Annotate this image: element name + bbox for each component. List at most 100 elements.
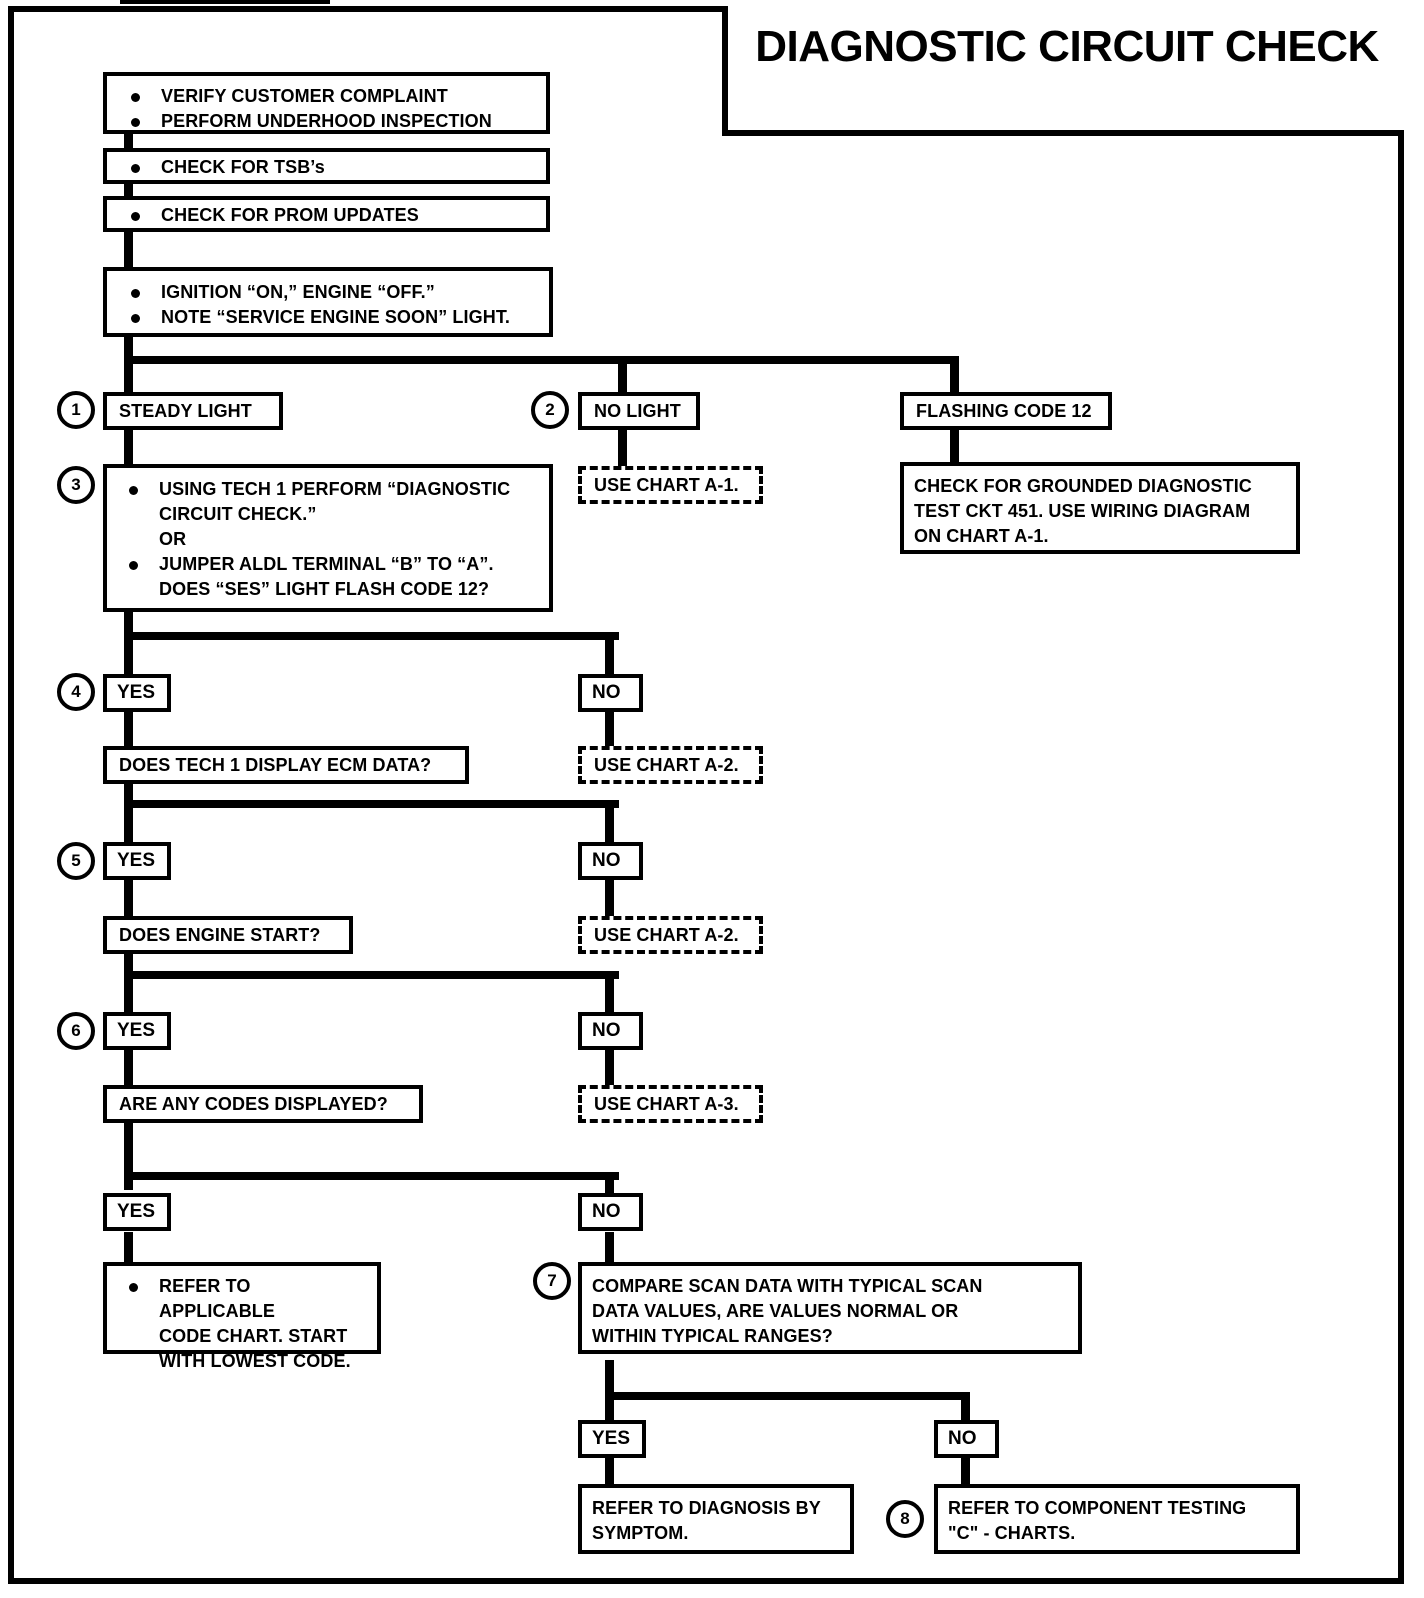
connector-bus-nolight xyxy=(618,356,627,398)
branch-no-5-label: NO xyxy=(948,1428,977,1449)
bullet-underhood-inspection: PERFORM UNDERHOOD INSPECTION xyxy=(119,109,534,134)
bullet-check-prom-updates: CHECK FOR PROM UPDATES xyxy=(119,203,534,228)
compare-line-1: COMPARE SCAN DATA WITH TYPICAL SCAN xyxy=(592,1276,983,1296)
branch-yes-5-label: YES xyxy=(592,1428,631,1449)
step-marker-4: 4 xyxy=(57,673,95,711)
connector-bus-no2 xyxy=(605,800,614,848)
box-refer-diagnosis-by-symptom: REFER TO DIAGNOSIS BY SYMPTOM. xyxy=(578,1484,854,1554)
connector-no3-charta3 xyxy=(605,1050,614,1086)
connector-ecm-bus xyxy=(124,780,133,850)
branch-yes-2: YES xyxy=(103,842,171,880)
box-does-engine-start: DOES ENGINE START? xyxy=(103,916,353,954)
branch-yes-1-label: YES xyxy=(117,682,156,703)
bullet-check-tsbs: CHECK FOR TSB’s xyxy=(119,155,534,180)
connector-yes5-refersymptom xyxy=(605,1458,614,1486)
connector-yes2-enginestart xyxy=(124,880,133,916)
compare-line-3: WITHIN TYPICAL RANGES? xyxy=(592,1326,833,1346)
connector-nolight-charta1 xyxy=(618,428,627,468)
step-marker-7: 7 xyxy=(533,1262,571,1300)
box-use-chart-a3: USE CHART A-3. xyxy=(578,1085,763,1123)
bullet-jumper-aldl: JUMPER ALDL TERMINAL “B” TO “A”. xyxy=(117,552,539,577)
connector-codes-bus xyxy=(124,1120,133,1190)
connector-bus-flashing xyxy=(950,356,959,398)
branch-yes-3: YES xyxy=(103,1012,171,1050)
page-title: DIAGNOSTIC CIRCUIT CHECK xyxy=(755,22,1379,71)
refer-symptom-line-2: SYMPTOM. xyxy=(592,1523,689,1543)
box-check-prom-updates: CHECK FOR PROM UPDATES xyxy=(103,196,550,232)
connector-ignition-bus xyxy=(124,336,133,398)
box-refer-component-testing: REFER TO COMPONENT TESTING "C" - CHARTS. xyxy=(934,1484,1300,1554)
branch-no-2: NO xyxy=(578,842,643,880)
branch-bus-step8 xyxy=(605,1392,970,1400)
tech1-line-or: OR xyxy=(159,529,187,549)
branch-yes-1: YES xyxy=(103,674,171,712)
connector-no4-compare xyxy=(605,1232,614,1264)
connector-tsb-prom xyxy=(124,180,133,200)
branch-bus-step7 xyxy=(124,1172,619,1180)
step-marker-5: 5 xyxy=(57,842,95,880)
step-marker-2: 2 xyxy=(531,391,569,429)
branch-no-1-label: NO xyxy=(592,682,621,703)
step-marker-6: 6 xyxy=(57,1012,95,1050)
connector-bus-no4 xyxy=(605,1172,614,1200)
box-refer-code-chart: REFER TO APPLICABLE CODE CHART. START WI… xyxy=(103,1262,381,1371)
refer-component-line-1: REFER TO COMPONENT TESTING xyxy=(948,1498,1247,1518)
box-are-any-codes-displayed: ARE ANY CODES DISPLAYED? xyxy=(103,1085,423,1123)
bullet-note-ses-light: NOTE “SERVICE ENGINE SOON” LIGHT. xyxy=(119,305,537,330)
bullet-refer-applicable: REFER TO APPLICABLE xyxy=(117,1274,367,1324)
connector-verify-tsb xyxy=(124,132,133,152)
grounded-line-3: ON CHART A-1. xyxy=(914,526,1049,546)
page-border xyxy=(8,6,1404,1584)
connector-no5-refercomponent xyxy=(961,1458,970,1486)
connector-tech1-bus xyxy=(124,610,133,680)
refer-code-line-2: CODE CHART. START xyxy=(159,1326,348,1346)
grounded-line-2: TEST CKT 451. USE WIRING DIAGRAM xyxy=(914,501,1251,521)
refer-symptom-line-1: REFER TO DIAGNOSIS BY xyxy=(592,1498,821,1518)
branch-no-2-label: NO xyxy=(592,850,621,871)
scan-artifact-mark xyxy=(120,0,330,4)
branch-bus-step5 xyxy=(124,800,619,808)
box-no-light: NO LIGHT xyxy=(578,392,700,430)
compare-line-2: DATA VALUES, ARE VALUES NORMAL OR xyxy=(592,1301,959,1321)
bullet-verify-complaint: VERIFY CUSTOMER COMPLAINT xyxy=(119,84,534,109)
connector-yes3-codes xyxy=(124,1050,133,1086)
title-box xyxy=(722,6,1404,136)
branch-bus-level1 xyxy=(124,356,959,364)
connector-no1-charta2 xyxy=(605,712,614,748)
label-use-chart-a3: USE CHART A-3. xyxy=(594,1093,739,1114)
connector-steady-tech1 xyxy=(124,428,133,466)
connector-no2-charta2 xyxy=(605,880,614,916)
tech1-line-2: CIRCUIT CHECK.” xyxy=(159,504,317,524)
branch-yes-4-label: YES xyxy=(117,1201,156,1222)
box-does-tech1-display-ecm-data: DOES TECH 1 DISPLAY ECM DATA? xyxy=(103,746,469,784)
box-ignition-on: IGNITION “ON,” ENGINE “OFF.” NOTE “SERVI… xyxy=(103,267,553,337)
tech1-line-5: DOES “SES” LIGHT FLASH CODE 12? xyxy=(159,579,490,599)
connector-bus-no5 xyxy=(961,1392,970,1428)
box-check-tsbs: CHECK FOR TSB’s xyxy=(103,148,550,184)
branch-yes-5: YES xyxy=(578,1420,646,1458)
bullet-using-tech1: USING TECH 1 PERFORM “DIAGNOSTIC xyxy=(117,477,539,502)
connector-yes4-refercode xyxy=(124,1232,133,1266)
branch-bus-step4 xyxy=(124,632,619,640)
box-tech1-diagnostic-check: USING TECH 1 PERFORM “DIAGNOSTIC CIRCUIT… xyxy=(103,464,553,612)
label-use-chart-a2-2: USE CHART A-2. xyxy=(594,924,739,945)
branch-no-3: NO xyxy=(578,1012,643,1050)
label-use-chart-a1: USE CHART A-1. xyxy=(594,474,739,495)
label-codes-displayed: ARE ANY CODES DISPLAYED? xyxy=(119,1093,388,1114)
step-marker-8: 8 xyxy=(886,1500,924,1538)
label-steady-light: STEADY LIGHT xyxy=(119,400,252,421)
box-use-chart-a1: USE CHART A-1. xyxy=(578,466,763,504)
connector-flashing-grounded xyxy=(950,428,959,464)
step-marker-3: 3 xyxy=(57,466,95,504)
label-use-chart-a2-1: USE CHART A-2. xyxy=(594,754,739,775)
branch-no-1: NO xyxy=(578,674,643,712)
branch-no-3-label: NO xyxy=(592,1020,621,1041)
label-no-light: NO LIGHT xyxy=(594,400,681,421)
branch-yes-2-label: YES xyxy=(117,850,156,871)
connector-prom-ignition xyxy=(124,229,133,269)
bullet-ignition-on: IGNITION “ON,” ENGINE “OFF.” xyxy=(119,280,537,305)
box-use-chart-a2-1: USE CHART A-2. xyxy=(578,746,763,784)
grounded-line-1: CHECK FOR GROUNDED DIAGNOSTIC xyxy=(914,476,1252,496)
branch-no-4: NO xyxy=(578,1193,643,1231)
